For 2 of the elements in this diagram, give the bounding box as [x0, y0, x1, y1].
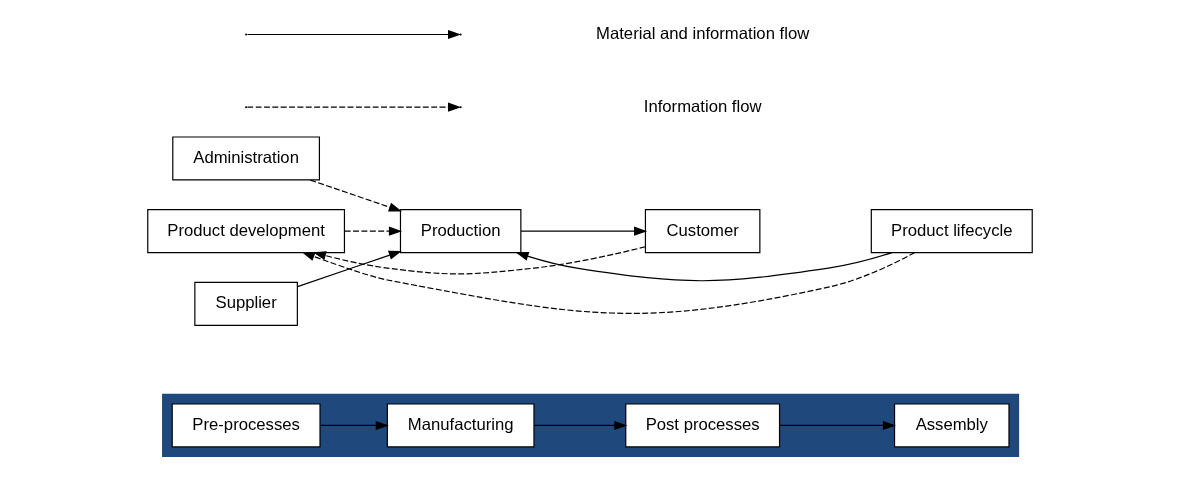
legend-label: Material and information flow: [596, 23, 810, 43]
legend-label: Information flow: [643, 96, 762, 116]
